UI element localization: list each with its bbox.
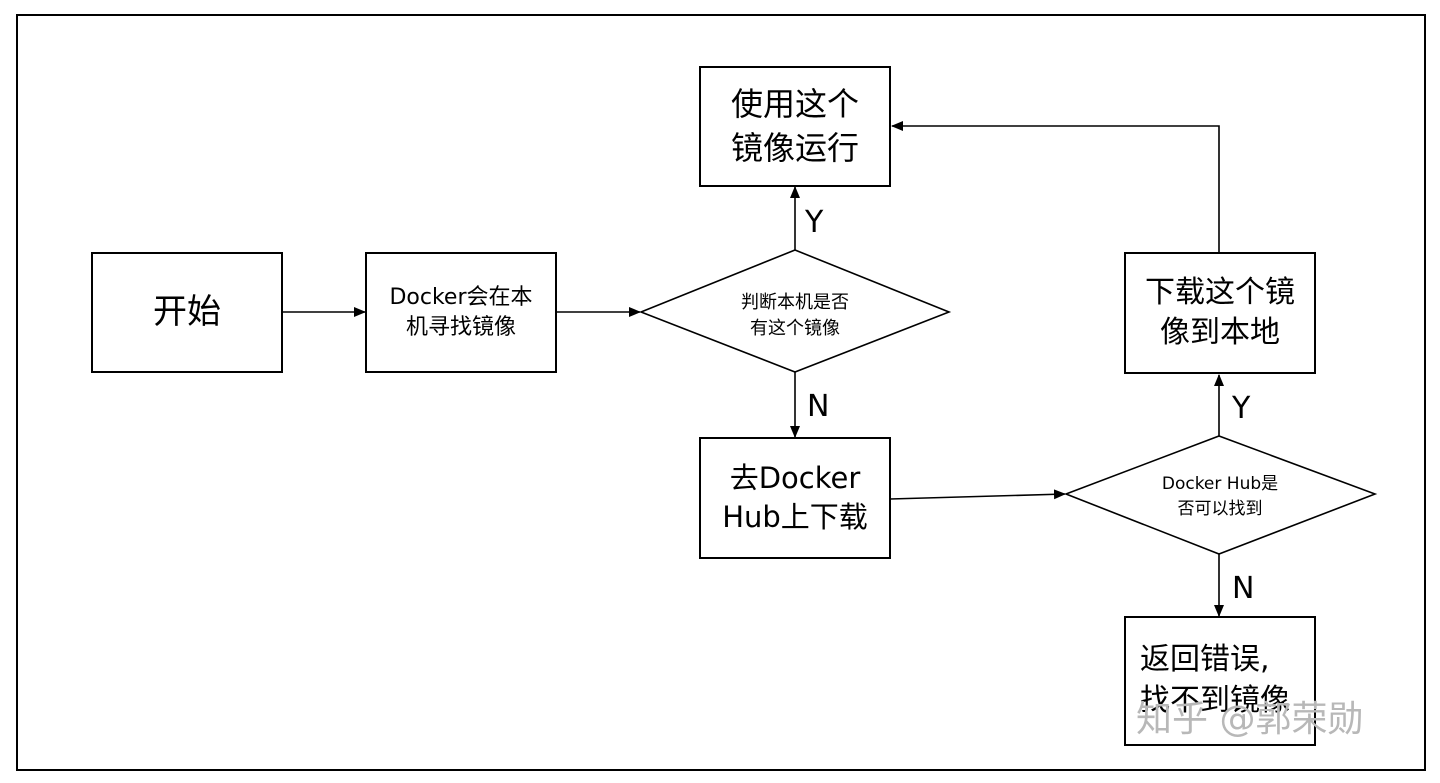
node-check-local-line2: 有这个镜像 xyxy=(750,318,840,340)
node-error: 返回错误, 找不到镜像 xyxy=(1124,616,1316,746)
node-start-text: 开始 xyxy=(153,291,221,332)
node-download-local: 下载这个镜 像到本地 xyxy=(1124,252,1316,374)
edge-label-local-no: N xyxy=(807,389,830,424)
edge-label-local-yes: Y xyxy=(805,205,824,240)
node-search-local: Docker会在本 机寻找镜像 xyxy=(365,252,557,373)
node-search-local-line2: 机寻找镜像 xyxy=(405,314,516,340)
node-error-line2: 找不到镜像 xyxy=(1140,682,1290,718)
node-start: 开始 xyxy=(91,252,283,373)
node-download-local-line1: 下载这个镜 xyxy=(1145,274,1295,310)
node-check-local-label: 判断本机是否 有这个镜像 xyxy=(695,290,895,342)
edge-label-hub-yes: Y xyxy=(1232,391,1251,426)
arrow-local-to-run xyxy=(891,121,1220,252)
arrow-download-to-hubcheck xyxy=(889,489,1066,500)
node-check-hub-label: Docker Hub是 否可以找到 xyxy=(1120,472,1320,521)
node-error-line1: 返回错误, xyxy=(1140,642,1270,677)
decision-diamond-local xyxy=(638,249,952,373)
node-search-local-line1: Docker会在本 xyxy=(389,284,533,310)
node-download-hub-line2: Hub上下载 xyxy=(722,500,868,534)
decision-diamond-hub xyxy=(1063,435,1378,555)
node-check-hub-line2: 否可以找到 xyxy=(1177,498,1263,519)
watermark: 知乎 @郭荣勋 xyxy=(1136,699,1364,740)
node-run-image-line2: 镜像运行 xyxy=(730,128,859,167)
diagram-frame xyxy=(16,14,1426,771)
node-check-hub-line1: Docker Hub是 xyxy=(1161,474,1279,494)
node-download-hub-line1: 去Docker xyxy=(729,460,861,495)
node-download-hub: 去Docker Hub上下载 xyxy=(699,437,891,559)
node-check-local-line1: 判断本机是否 xyxy=(741,292,849,313)
node-download-local-line2: 像到本地 xyxy=(1160,315,1280,350)
node-run-image-line1: 使用这个 xyxy=(730,85,859,124)
node-run-image: 使用这个 镜像运行 xyxy=(699,66,891,187)
edge-label-hub-no: N xyxy=(1232,571,1255,606)
